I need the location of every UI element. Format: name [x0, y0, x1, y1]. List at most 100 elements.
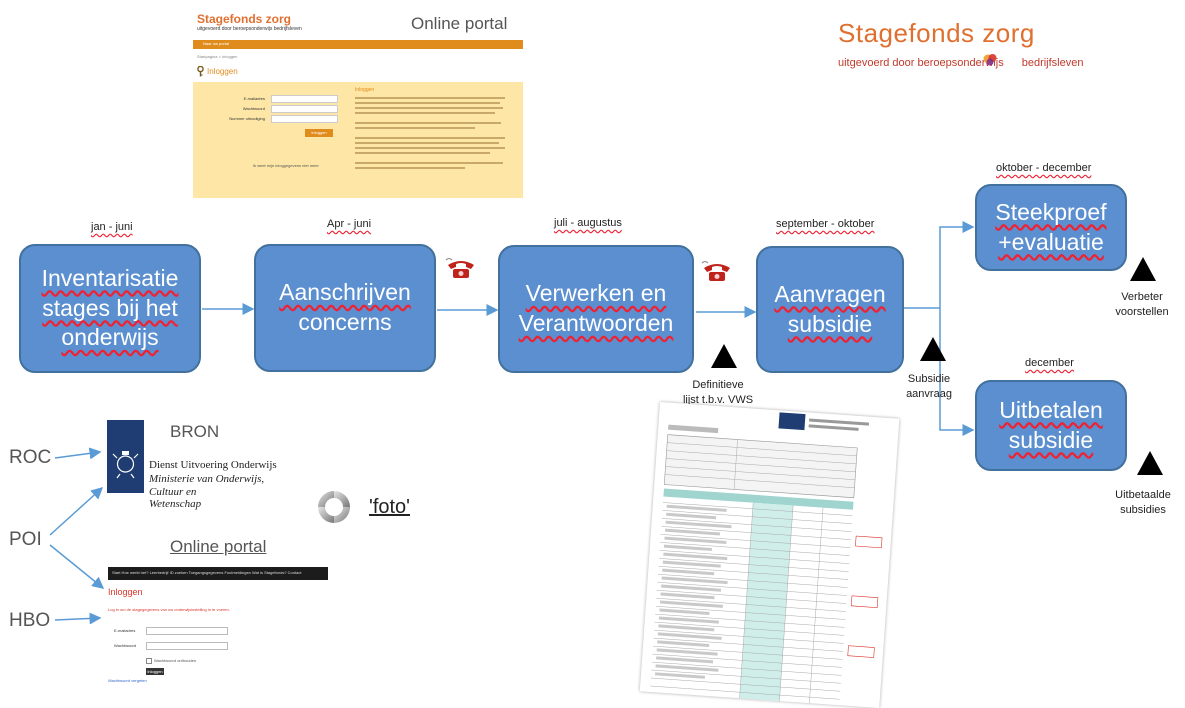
text-line — [355, 147, 505, 149]
period-step5: oktober - december — [996, 162, 1092, 174]
bottom-portal-remember-checkbox — [146, 658, 152, 664]
arrow-poi-bron — [49, 486, 104, 536]
bottom-portal-password-field — [146, 642, 228, 650]
duo-ministry-line2: Wetenschap — [149, 498, 202, 511]
step5-line2: +evaluatie — [998, 228, 1104, 255]
brand-subtitle-text: uitgevoerd door beroepsonderwijs — [838, 57, 1004, 69]
top-portal-breadcrumb: Startpagina > Inloggen — [197, 54, 238, 59]
duo-ministry-line1: Ministerie van Onderwijs, Cultuur en — [149, 473, 265, 498]
duo-logo — [107, 420, 144, 493]
step1-line1: Inventarisatie — [41, 264, 179, 291]
milestone1-line2: lijst t.b.v. VWS — [682, 394, 754, 407]
milestone3-line1: Verbeter — [1121, 291, 1163, 303]
top-portal-bar — [193, 40, 523, 49]
step2-line1: Aanschrijven — [279, 279, 411, 306]
text-line — [355, 142, 499, 144]
period-step4: september - oktober — [776, 218, 875, 230]
top-portal-forgot-link: Ik weet mijn inloggegevens niet meer — [253, 163, 319, 168]
source-hbo: HBO — [9, 610, 51, 631]
duo-org-name: Dienst Uitvoering Onderwijs — [149, 459, 277, 471]
milestone-verbeter-voorstellen: Verbeter voorstellen — [1102, 290, 1182, 321]
top-portal-bar-text: Naar uw portal — [203, 41, 230, 46]
bottom-portal-nav — [108, 567, 328, 580]
milestone3-line2: voorstellen — [1115, 306, 1169, 319]
top-portal-login-button: Inloggen — [305, 129, 333, 137]
text-line — [355, 127, 475, 129]
top-portal-brand-sub: uitgevoerd door beroepsonderwijs bedrijf… — [197, 26, 302, 32]
milestone4-line1: Uitbetaalde — [1115, 489, 1171, 501]
bottom-portal-title: Inloggen — [108, 587, 143, 597]
step3-line2: Verantwoorden — [518, 310, 674, 336]
bron-title: BRON — [170, 422, 220, 441]
step-aanschrijven: Aanschrijven concerns — [254, 244, 436, 372]
brand-title: Stagefonds zorg — [838, 18, 1035, 48]
top-portal-heading: Online portal — [411, 14, 508, 33]
crest-icon — [112, 451, 139, 479]
bottom-portal-nav-text: Start Hoe werkt het? Leerbedrijf ID zoek… — [112, 570, 302, 575]
text-line — [355, 167, 465, 169]
milestone2-line1: Subsidie — [907, 373, 951, 385]
step-aanvragen: Aanvragen subsidie — [756, 246, 904, 373]
arrow-branch-step6 — [939, 308, 975, 436]
step1-line3: onderwijs — [61, 324, 159, 351]
brand-subtitle-end: bedrijfsleven — [1021, 57, 1084, 69]
text-line — [355, 162, 503, 164]
telephone-icon — [701, 261, 730, 281]
top-portal-invite-field — [271, 115, 338, 123]
milestone-triangle — [711, 344, 737, 368]
top-portal-label-invite: Nummer uitnodiging — [229, 116, 265, 121]
brand-logo-icon — [983, 54, 997, 66]
bottom-portal-forgot-link: Wachtwoord vergeten — [108, 678, 147, 683]
document-picture — [639, 402, 900, 708]
top-portal-label-password: Wachtwoord — [242, 106, 265, 111]
step6-line1: Uitbetalen — [999, 396, 1103, 423]
period-step1: jan - juni — [91, 221, 133, 233]
bottom-portal-label-password: Wachtwoord — [114, 643, 137, 648]
bottom-portal-info: Log in om de stagegegevens van uw onderw… — [108, 607, 230, 612]
top-portal-password-field — [271, 105, 338, 113]
step5-line1: Steekproef — [995, 198, 1107, 225]
text-line — [355, 122, 501, 124]
milestone-definitieve-lijst: Definitieve lijst t.b.v. VWS — [668, 378, 768, 409]
top-portal-email-field — [271, 95, 338, 103]
top-portal-login-panel: E-mailadres Wachtwoord Nummer uitnodigin… — [193, 82, 523, 198]
step-inventarisatie: Inventarisatie stages bij het onderwijs — [19, 244, 201, 373]
arrow-poi-portal — [49, 544, 105, 589]
step4-line1: Aanvragen — [774, 280, 886, 307]
top-portal-label-email: E-mailadres — [243, 96, 265, 101]
top-portal-screenshot: Stagefonds zorg uitgevoerd door beroepso… — [193, 10, 523, 198]
step2-line2: concerns — [298, 309, 392, 335]
arrow-hbo-portal — [54, 612, 102, 625]
text-line — [355, 152, 490, 154]
bottom-portal-heading: Online portal — [170, 537, 267, 556]
milestone-uitbetaalde-subsidies: Uitbetaalde subsidies — [1104, 488, 1182, 519]
arrow-branch-step5 — [939, 221, 975, 308]
step3-line1: Verwerken en — [525, 280, 667, 307]
source-poi: POI — [9, 529, 42, 550]
foto-label: 'foto' — [369, 496, 410, 518]
milestone-subsidie-aanvraag: Subsidie aanvraag — [894, 372, 964, 403]
refresh-cycle-icon — [318, 491, 350, 523]
text-line — [355, 137, 505, 139]
top-portal-title: Inloggen — [207, 67, 238, 76]
text-line — [355, 112, 495, 114]
text-line — [355, 107, 503, 109]
key-icon — [197, 66, 204, 77]
source-roc: ROC — [9, 447, 52, 468]
arrow-roc-bron — [54, 447, 102, 460]
bottom-portal-email-field — [146, 627, 228, 635]
duo-ministry: Ministerie van Onderwijs, Cultuur en Wet… — [149, 473, 299, 511]
bottom-portal-label-email: E-mailadres — [114, 628, 136, 633]
step6-line2: subsidie — [1008, 426, 1094, 453]
step-steekproef: Steekproef +evaluatie — [975, 184, 1127, 271]
telephone-icon — [445, 258, 474, 278]
period-step2: Apr - juni — [327, 218, 372, 230]
text-line — [355, 97, 505, 99]
step4-line2: subsidie — [787, 310, 873, 337]
step-verwerken: Verwerken en Verantwoorden — [498, 245, 694, 373]
brand-subtitle: uitgevoerd door beroepsonderwijs bedrijfs… — [838, 57, 1083, 69]
milestone-triangle — [920, 337, 946, 361]
step-uitbetalen: Uitbetalen subsidie — [975, 380, 1127, 471]
period-step3: juli - augustus — [554, 217, 622, 229]
top-portal-right-title: Inloggen — [355, 87, 375, 93]
